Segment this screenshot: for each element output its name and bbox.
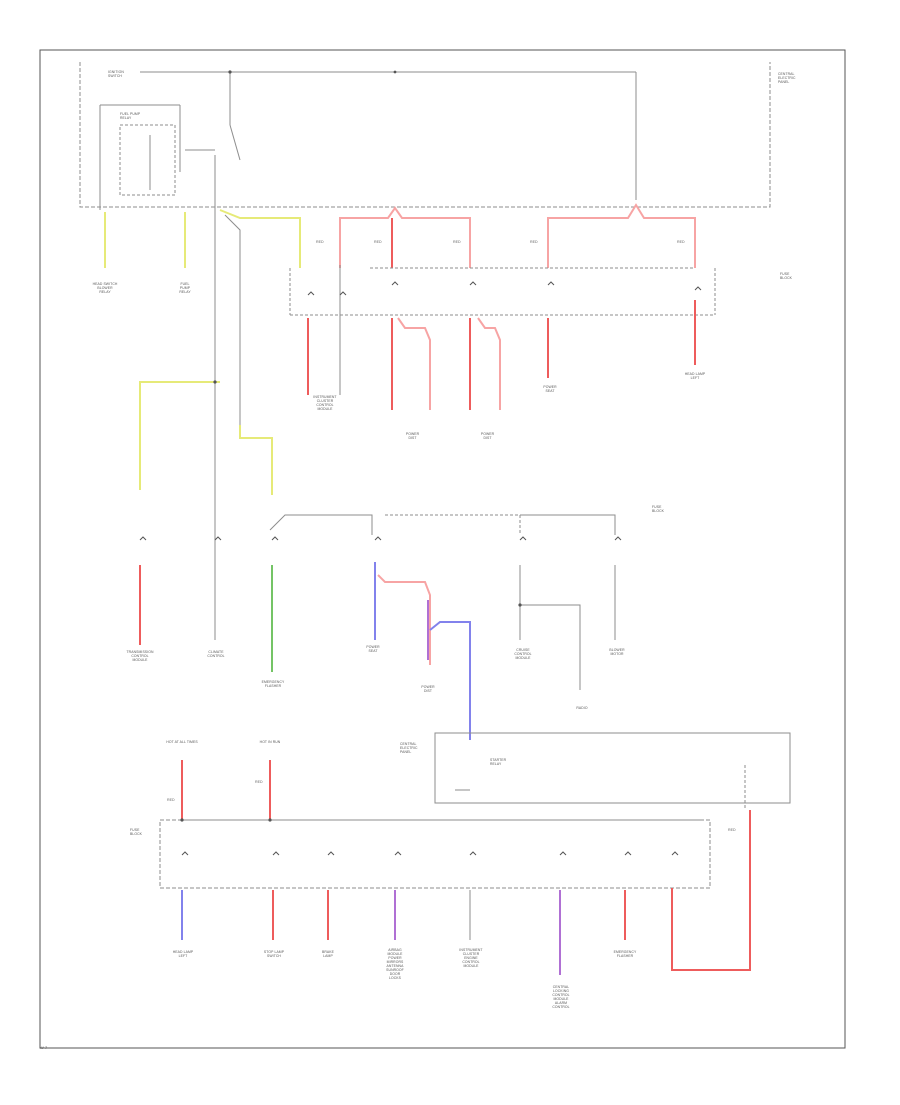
central-relay-panel-label: CENTRAL ELECTRIC PANEL xyxy=(400,742,418,754)
hot-feed-top xyxy=(339,203,696,268)
component-b7: EMERGENCY FLASHER xyxy=(613,950,637,958)
relay-box-label: STARTER RELAY xyxy=(490,758,507,766)
gray-trunks xyxy=(214,210,716,640)
relay-hot-label: HOT AT ALL TIMES xyxy=(166,740,198,744)
component-c5: POWER DIST xyxy=(480,432,495,440)
component-m4: POWER SEAT xyxy=(366,645,380,653)
component-c1: HEAD SWITCH BLOWER RELAY xyxy=(92,282,118,294)
component-m2: CLIMATE CONTROL xyxy=(207,650,225,658)
component-c7: HEAD LAMP LEFT xyxy=(684,372,706,380)
wire-code-3: RED xyxy=(453,240,461,244)
top-panel xyxy=(79,62,771,210)
wire-code-6: RED xyxy=(167,798,175,802)
wire-code-7: RED xyxy=(255,780,263,784)
fuel-pump-relay-label: FUEL PUMP RELAY xyxy=(120,112,141,120)
component-c2: FUEL PUMP RELAY xyxy=(179,282,191,294)
component-m1: TRANSMISSION CONTROL MODULE xyxy=(126,650,154,662)
component-b2: STOP LAMP SWITCH xyxy=(263,950,285,958)
component-m8: BLOWER MOTOR xyxy=(609,648,625,656)
diagram-footer: W-7 xyxy=(40,1045,48,1050)
component-b6: CENTRAL LOCKING CONTROL MODULE ALARM CON… xyxy=(552,985,570,1009)
wire-code-1: RED xyxy=(316,240,324,244)
component-m3: EMERGENCY FLASHER xyxy=(261,680,285,688)
bottom-fuse-block xyxy=(159,760,751,975)
component-m6: CRUISE CONTROL MODULE xyxy=(514,648,532,660)
fuse-block-bottom-label: FUSE BLOCK xyxy=(130,828,142,836)
wire-code-8: RED xyxy=(728,828,736,832)
wire-code-2: RED xyxy=(374,240,382,244)
component-b1: HEAD LAMP LEFT xyxy=(172,950,194,958)
junction-dots xyxy=(180,70,522,822)
yellow-wires xyxy=(104,209,301,495)
wire-code-4: RED xyxy=(530,240,538,244)
component-c4: POWER DIST xyxy=(405,432,420,440)
central-electric-panel-label: CENTRAL ELECTRIC PANEL xyxy=(778,72,796,84)
component-m7: RADIO xyxy=(576,706,588,710)
component-b4: AIRBAG MODULE POWER MIRRORS ANTENNA SUNR… xyxy=(386,948,404,980)
component-b5: INSTRUMENT CLUSTER ENGINE CONTROL MODULE xyxy=(459,948,483,968)
middle-outputs xyxy=(139,562,616,740)
component-c3: INSTRUMENT CLUSTER CONTROL MODULE xyxy=(313,395,337,411)
fuse-symbols xyxy=(139,281,702,856)
wire-code-5: RED xyxy=(677,240,685,244)
upper-outputs xyxy=(307,300,696,410)
component-c6: POWER SEAT xyxy=(543,385,557,393)
fuse-block-right-label: FUSE BLOCK xyxy=(780,272,792,280)
ignition-switch-label: IGNITION SWITCH xyxy=(108,70,124,78)
diagram-border xyxy=(39,49,846,1049)
fuse-block-mid-label: FUSE BLOCK xyxy=(652,505,664,513)
relay-panel xyxy=(434,732,791,810)
component-b3: BRAKE LAMP xyxy=(322,950,334,958)
component-m5: POWER DIST xyxy=(421,685,435,693)
relay-ign-label: HOT IN RUN xyxy=(259,740,281,744)
